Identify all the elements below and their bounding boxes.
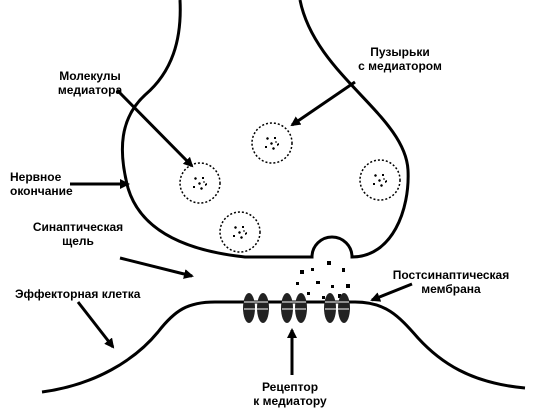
- label-synaptic-cleft: Синаптическая щель: [18, 220, 138, 248]
- vesicle: [179, 162, 221, 204]
- label-molecules-line1: Молекулы: [59, 69, 121, 83]
- label-vesicles: Пузырьки с медиатором: [345, 45, 455, 73]
- label-effector-cell-line1: Эффекторная клетка: [15, 287, 141, 301]
- receptor: [243, 293, 269, 323]
- label-molecules-line2: медиатора: [57, 83, 123, 97]
- nerve-ending-outline: [120, 0, 410, 259]
- arrow-vesicles: [290, 80, 356, 127]
- label-postsynaptic-membrane: Постсинаптическая мембрана: [388, 268, 514, 296]
- label-postsynaptic-line1: Постсинаптическая: [392, 268, 510, 282]
- label-vesicles-line1: Пузырьки: [370, 45, 430, 59]
- arrow-molecules: [115, 88, 194, 168]
- label-effector-cell: Эффекторная клетка: [15, 287, 140, 301]
- label-nerve-ending: Нервное окончание: [10, 170, 73, 198]
- vesicle: [359, 159, 401, 201]
- label-synaptic-cleft-line2: щель: [62, 234, 94, 248]
- label-vesicles-line2: с медиатором: [358, 59, 442, 73]
- label-synaptic-cleft-line1: Синаптическая: [32, 220, 124, 234]
- vesicle: [251, 122, 293, 164]
- label-receptor-line2: к медиатору: [253, 394, 327, 408]
- arrow-postsynaptic: [370, 282, 413, 302]
- label-nerve-ending-line1: Нервное: [10, 170, 62, 184]
- released-molecules: [296, 261, 350, 299]
- receptor: [324, 293, 350, 323]
- arrow-synaptic-cleft: [119, 256, 194, 279]
- receptor: [281, 293, 307, 323]
- label-receptor: Рецептор к медиатору: [240, 380, 340, 408]
- vesicle: [219, 211, 261, 253]
- label-molecules: Молекулы медиатора: [45, 69, 135, 97]
- label-nerve-ending-line2: окончание: [10, 184, 73, 198]
- label-postsynaptic-line2: мембрана: [421, 282, 481, 296]
- arrow-effector-cell: [76, 301, 115, 349]
- label-receptor-line1: Рецептор: [261, 380, 319, 394]
